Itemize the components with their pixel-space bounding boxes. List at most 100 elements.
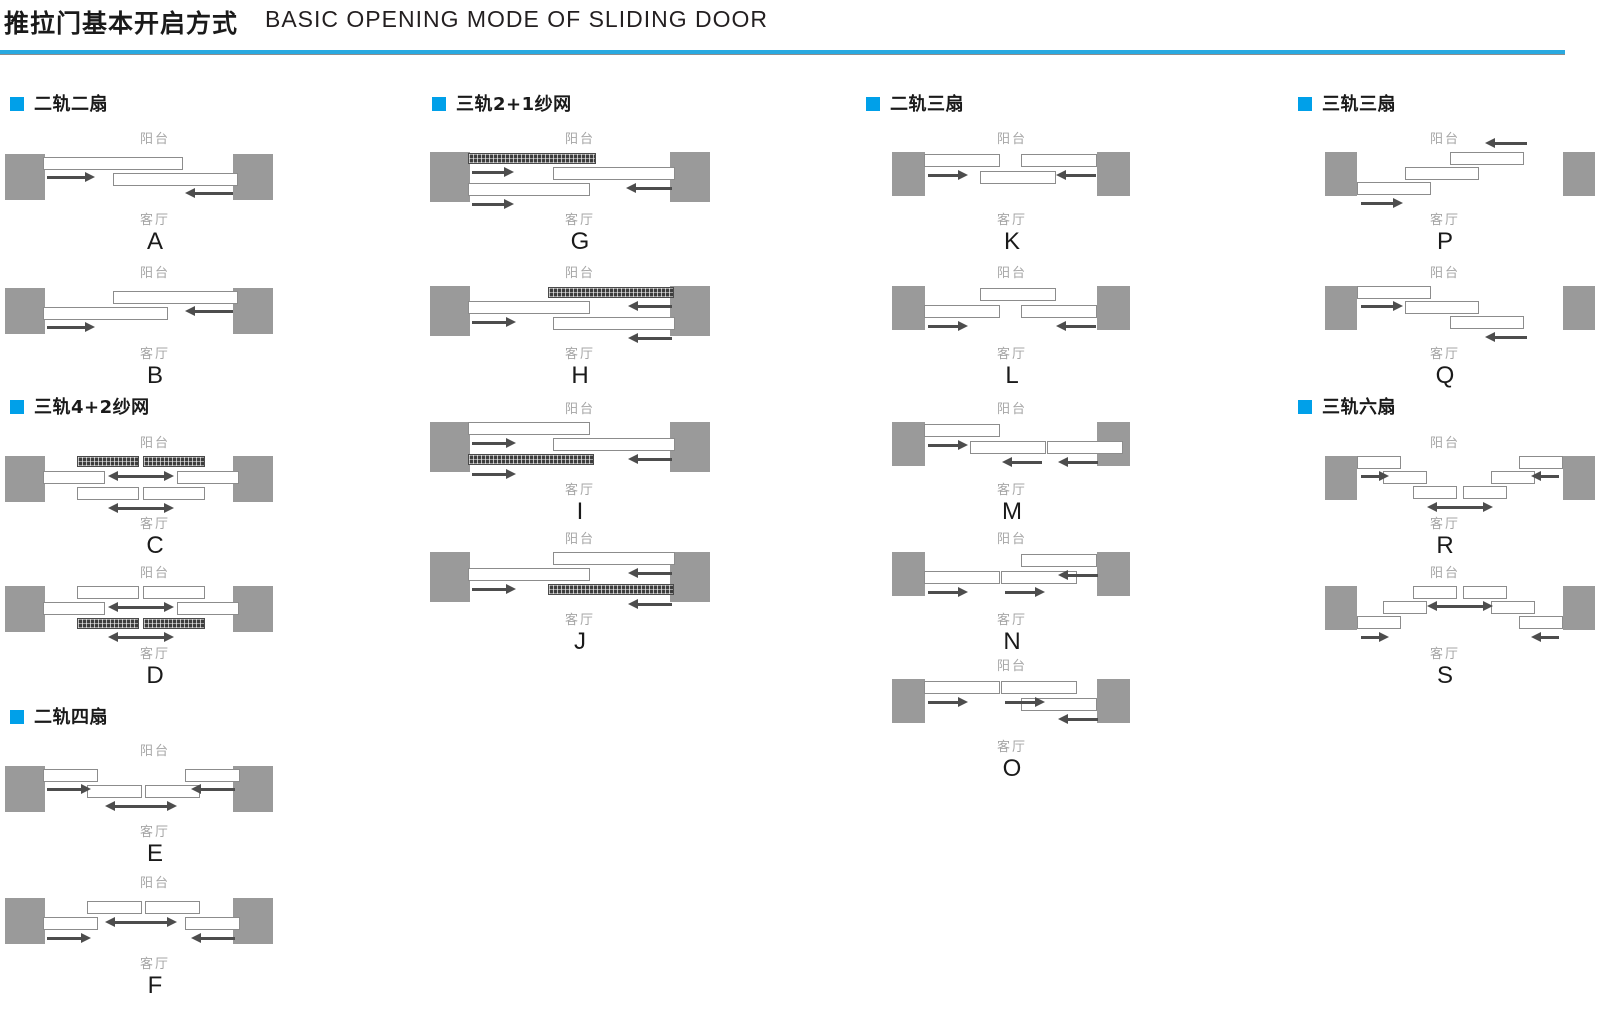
door-panel[interactable] (553, 552, 675, 565)
door-panel[interactable] (1413, 586, 1457, 599)
arrow-right-icon (472, 167, 514, 177)
door-panel[interactable] (970, 441, 1046, 454)
sidebar-item-2track-2panel[interactable]: 二轨二扇 (10, 90, 108, 116)
door-panel[interactable] (1021, 154, 1097, 167)
wall-right (1097, 286, 1130, 330)
mesh-screen-panel[interactable] (143, 456, 205, 467)
living-room-label: 客厅 (139, 517, 170, 532)
mesh-screen-panel[interactable] (143, 618, 205, 629)
door-panel[interactable] (1463, 586, 1507, 599)
door-panel[interactable] (1405, 301, 1479, 314)
arrow-right-icon (472, 438, 516, 448)
door-panel[interactable] (1450, 316, 1524, 329)
door-panel[interactable] (553, 167, 675, 180)
diagram-stage (1295, 580, 1595, 658)
door-panel[interactable] (1450, 152, 1524, 165)
door-panel[interactable] (1357, 456, 1401, 469)
wall-right (233, 586, 273, 632)
sidebar-item-3track-3panel[interactable]: 三轨三扇 (1298, 90, 1396, 116)
door-panel[interactable] (185, 917, 240, 930)
arrow-left-icon (1056, 170, 1096, 180)
diagram-stage (1295, 450, 1595, 528)
door-panel[interactable] (1463, 486, 1507, 499)
door-panel[interactable] (43, 602, 105, 615)
door-panel[interactable] (87, 901, 142, 914)
door-panel[interactable] (77, 487, 139, 500)
door-panel[interactable] (87, 785, 142, 798)
mesh-screen-panel[interactable] (468, 454, 594, 465)
door-panel[interactable] (113, 291, 238, 304)
diagram-code: O (1002, 755, 1022, 782)
door-panel[interactable] (43, 769, 98, 782)
arrow-right-icon (47, 784, 91, 794)
door-panel[interactable] (185, 769, 240, 782)
diagram-C: 阳台 客厅 C (5, 432, 305, 559)
door-panel[interactable] (1047, 441, 1123, 454)
door-panel[interactable] (1357, 182, 1431, 195)
door-panel[interactable] (1001, 681, 1077, 694)
door-panel[interactable] (143, 586, 205, 599)
mesh-screen-panel[interactable] (548, 287, 674, 298)
door-panel[interactable] (468, 568, 590, 581)
mesh-screen-panel[interactable] (548, 584, 674, 595)
page-title-zh: 推拉门基本开启方式 (4, 9, 239, 38)
door-panel[interactable] (177, 602, 239, 615)
door-panel[interactable] (1413, 486, 1457, 499)
mesh-screen-panel[interactable] (77, 456, 139, 467)
arrow-left-icon (191, 933, 235, 943)
mesh-screen-panel[interactable] (77, 618, 139, 629)
diagram-code: K (1003, 228, 1020, 255)
door-panel[interactable] (1383, 471, 1427, 484)
arrow-left-icon (1531, 471, 1559, 481)
sidebar-item-2track-3panel[interactable]: 二轨三扇 (866, 90, 964, 116)
balcony-label: 阳台 (1429, 436, 1460, 451)
door-panel[interactable] (1491, 601, 1535, 614)
door-panel[interactable] (43, 157, 183, 170)
sidebar-item-2track-4panel[interactable]: 二轨四扇 (10, 703, 108, 729)
door-panel[interactable] (43, 917, 98, 930)
sidebar-item-3track-4plus2[interactable]: 三轨4+2纱网 (10, 393, 150, 419)
door-panel[interactable] (468, 183, 590, 196)
door-panel[interactable] (924, 424, 1000, 437)
door-panel[interactable] (1383, 601, 1427, 614)
door-panel[interactable] (113, 173, 238, 186)
door-panel[interactable] (1519, 616, 1563, 629)
wall-right (1563, 586, 1595, 630)
door-panel[interactable] (177, 471, 239, 484)
door-panel[interactable] (77, 586, 139, 599)
door-panel[interactable] (43, 471, 105, 484)
door-panel[interactable] (143, 487, 205, 500)
door-panel[interactable] (553, 438, 675, 451)
diagram-stage (5, 280, 305, 358)
door-panel[interactable] (924, 305, 1000, 318)
door-panel[interactable] (924, 681, 1000, 694)
door-panel[interactable] (145, 901, 200, 914)
living-room-label: 客厅 (564, 347, 595, 362)
arrow-left-icon (1058, 714, 1098, 724)
door-panel[interactable] (1519, 456, 1563, 469)
arrow-right-icon (928, 587, 968, 597)
living-room-label: 客厅 (564, 483, 595, 498)
door-panel[interactable] (980, 288, 1056, 301)
door-panel[interactable] (468, 422, 590, 435)
arrow-right-icon (47, 322, 95, 332)
door-panel[interactable] (924, 154, 1000, 167)
sidebar-item-3track-6panel[interactable]: 三轨六扇 (1298, 393, 1396, 419)
door-panel[interactable] (980, 171, 1056, 184)
door-panel[interactable] (43, 307, 168, 320)
door-panel[interactable] (468, 301, 590, 314)
door-panel[interactable] (924, 571, 1000, 584)
door-panel[interactable] (1357, 616, 1401, 629)
door-panel[interactable] (1021, 305, 1097, 318)
diagram-stage (5, 146, 305, 224)
door-panel[interactable] (1021, 554, 1097, 567)
living-room-label: 客厅 (996, 213, 1027, 228)
wall-left (430, 152, 470, 202)
door-panel[interactable] (553, 317, 675, 330)
sidebar-item-3track-2plus1[interactable]: 三轨2+1纱网 (432, 90, 572, 116)
bullet-square-icon (1298, 400, 1312, 414)
door-panel[interactable] (1405, 167, 1479, 180)
door-panel[interactable] (1491, 471, 1535, 484)
mesh-screen-panel[interactable] (468, 153, 596, 164)
door-panel[interactable] (1357, 286, 1431, 299)
